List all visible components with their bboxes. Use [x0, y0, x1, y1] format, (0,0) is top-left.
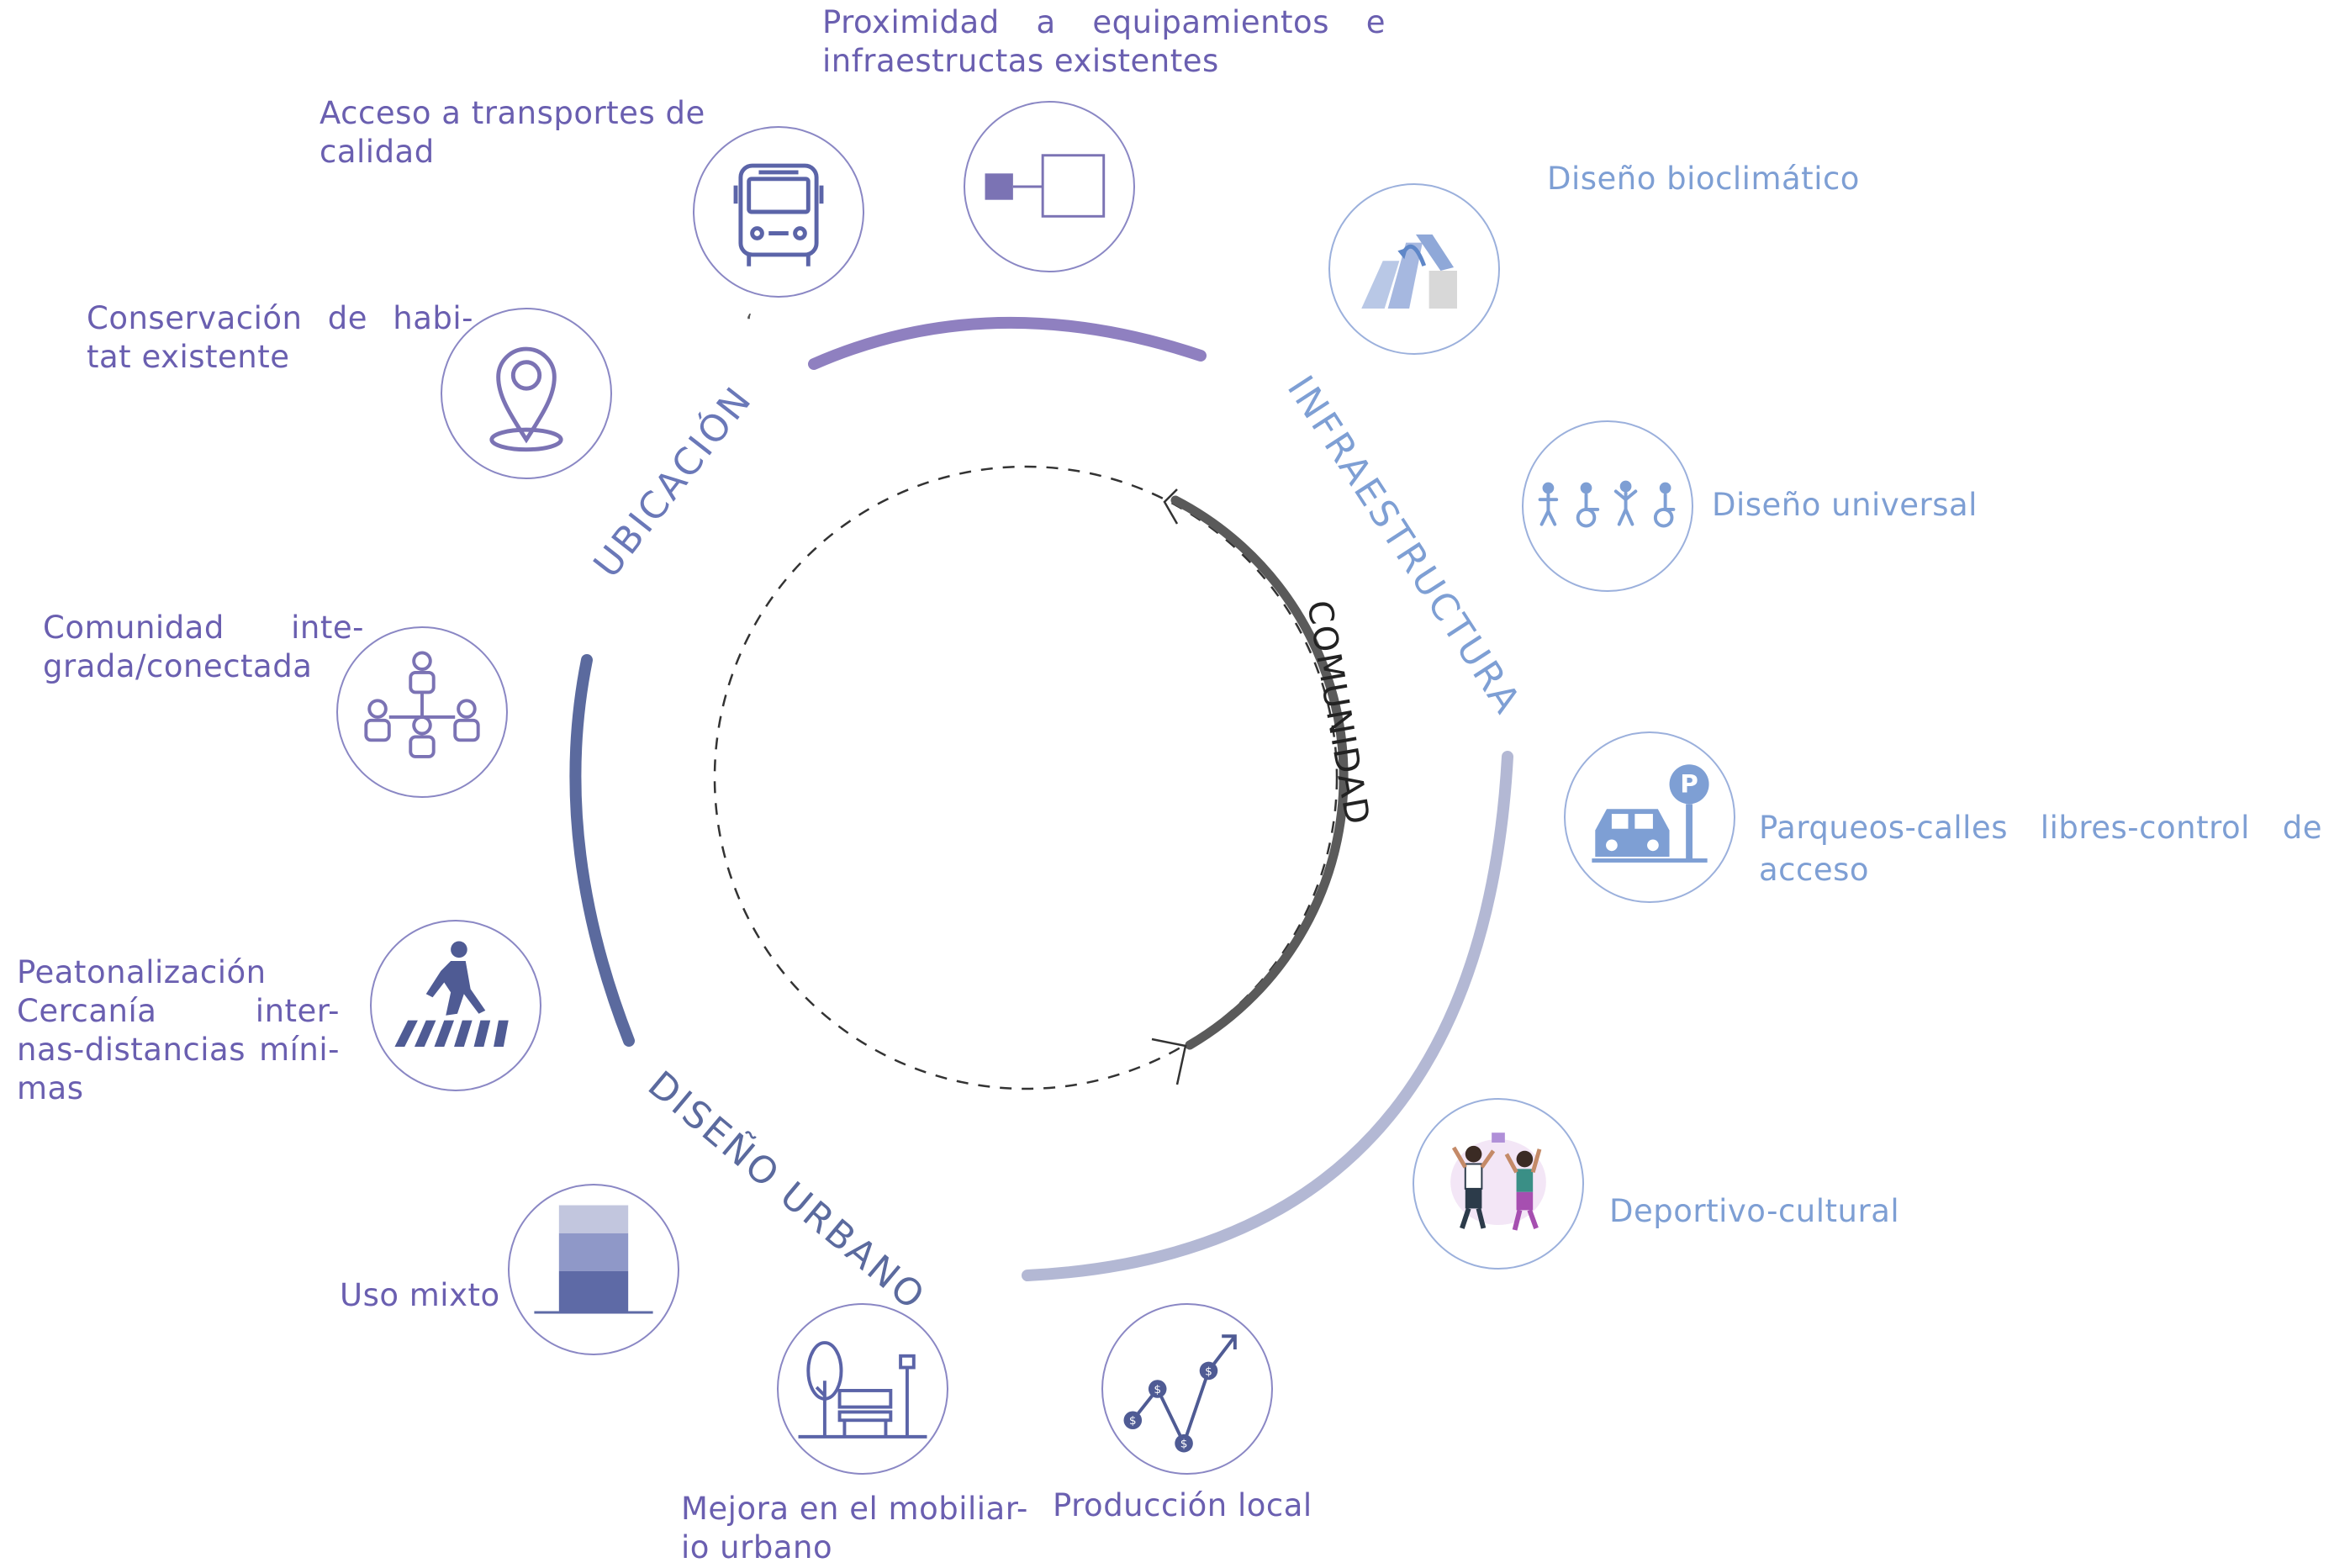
label-transportes: Acceso a transportes de calidad	[319, 94, 715, 172]
label-peatonalizacion-line-4-box: mas	[17, 1069, 340, 1108]
label-transportes-line-1: Acceso a transportes de	[319, 95, 705, 131]
arrow-head-top	[1163, 488, 1179, 525]
production-icon-circle: $ $ $ $	[1101, 1303, 1273, 1475]
bench-tree-lamp-icon	[798, 1341, 927, 1439]
center-label-comunidad: COMUNIDAD	[1299, 598, 1376, 829]
svg-text:$: $	[1154, 1383, 1161, 1396]
community-icon-circle	[336, 626, 508, 798]
label-bioclimatico: Diseño bioclimático	[1547, 160, 1934, 198]
label-mobiliario-line-2: io urbano	[681, 1529, 833, 1565]
label-peatonalizacion-line-1: Peatonalización	[17, 954, 267, 990]
label-parqueos-line-2-box: acceso	[1759, 851, 2322, 890]
label-peatonalizacion-line-2: Cercanía inter-	[17, 993, 340, 1029]
label-deportivo-text: Deportivo-cultural	[1609, 1193, 1900, 1229]
label-peatonalizacion-line-2-box: Cercanía inter-	[17, 992, 340, 1031]
parking-icon-circle: P	[1564, 731, 1735, 903]
label-produccion-text: Producción local	[1053, 1487, 1312, 1523]
arrow-head-bottom	[1151, 1037, 1187, 1085]
label-uso-mixto-text: Uso mixto	[340, 1277, 500, 1313]
label-parqueos-line-2: acceso	[1759, 852, 1870, 888]
label-peatonalizacion-line-3: nas-distancias míni-	[17, 1032, 340, 1068]
ubicacion-arc	[808, 316, 1207, 370]
label-proximidad-line-1: Proximidad a equipamientos e	[822, 4, 1386, 40]
bioclimatic-icon-circle	[1328, 183, 1500, 355]
accessibility-people-icon	[1538, 480, 1676, 528]
universal-design-icon-circle	[1522, 420, 1693, 592]
label-bioclimatico-text: Diseño bioclimático	[1547, 161, 1860, 197]
label-universal: Diseño universal	[1712, 486, 2065, 525]
pedestrian-crossing-icon	[394, 941, 509, 1048]
svg-text:$: $	[1129, 1414, 1137, 1428]
dancing-people-icon	[1450, 1132, 1546, 1231]
pedestrian-icon-circle	[370, 920, 541, 1091]
label-uso-mixto: Uso mixto	[340, 1276, 508, 1315]
habitat-icon-circle	[441, 308, 612, 479]
comunidad-arc	[1170, 495, 1349, 1050]
connector-squares-icon	[985, 154, 1106, 218]
label-comunidad-line-1-box: Comunidad inte-	[43, 609, 364, 647]
mixed-use-building-icon	[534, 1205, 653, 1314]
diseno-urbano-arc	[569, 654, 635, 1047]
label-mobiliario: Mejora en el mobiliar- io urbano	[681, 1490, 1034, 1567]
label-conservacion-line-1-box: Conservación de habi-	[87, 299, 473, 338]
sport-culture-icon-circle	[1413, 1098, 1584, 1270]
location-pin-icon	[489, 346, 563, 452]
label-conservacion-line-2: tat existente	[87, 339, 290, 375]
network-people-icon	[364, 651, 480, 758]
label-universal-text: Diseño universal	[1712, 487, 1978, 523]
bus-icon	[733, 163, 824, 267]
label-produccion: Producción local	[1053, 1486, 1355, 1525]
label-parqueos-line-1-box: Parqueos-calles libres-control de	[1759, 809, 2322, 847]
label-conservacion-line-2-box: tat existente	[87, 338, 473, 377]
central-dashed-circle	[713, 465, 1339, 1090]
svg-text:$: $	[1180, 1438, 1188, 1451]
infraestructura-arc	[1022, 751, 1513, 1281]
label-transportes-line-2: calidad	[319, 134, 435, 170]
label-proximidad-line-2: infraestructas existentes	[822, 43, 1219, 79]
stray-mark: ‘	[746, 310, 753, 335]
label-peatonalizacion-line-3-box: nas-distancias míni-	[17, 1031, 340, 1069]
label-parqueos-line-1: Parqueos-calles libres-control de	[1759, 810, 2322, 846]
label-proximidad: Proximidad a equipamientos e	[822, 3, 1386, 42]
label-comunidad-line-2-box: grada/conectada	[43, 647, 364, 686]
section-label-diseno-urbano: DISEÑO URBANO	[640, 1063, 934, 1320]
transport-icon-circle	[693, 126, 864, 298]
svg-text:P: P	[1680, 770, 1698, 799]
proximity-icon-circle	[964, 101, 1135, 272]
label-deportivo: Deportivo-cultural	[1609, 1192, 1962, 1231]
bioclimatic-building-icon	[1361, 234, 1457, 309]
mixed-use-icon-circle	[508, 1184, 679, 1355]
car-parking-icon: P	[1592, 764, 1709, 863]
growth-money-chart-icon: $ $ $ $	[1123, 1334, 1237, 1453]
label-comunidad-line-1: Comunidad inte-	[43, 610, 364, 646]
label-comunidad-line-2: grada/conectada	[43, 648, 313, 684]
label-proximidad-line-2-box: infraestructas existentes	[822, 42, 1386, 81]
label-mobiliario-line-1: Mejora en el mobiliar-	[681, 1491, 1028, 1527]
furniture-icon-circle	[777, 1303, 948, 1475]
svg-text:$: $	[1205, 1365, 1212, 1378]
label-peatonalizacion-line-4: mas	[17, 1070, 84, 1106]
label-peatonalizacion-line-1-box: Peatonalización	[17, 953, 340, 992]
label-conservacion-line-1: Conservación de habi-	[87, 300, 473, 336]
